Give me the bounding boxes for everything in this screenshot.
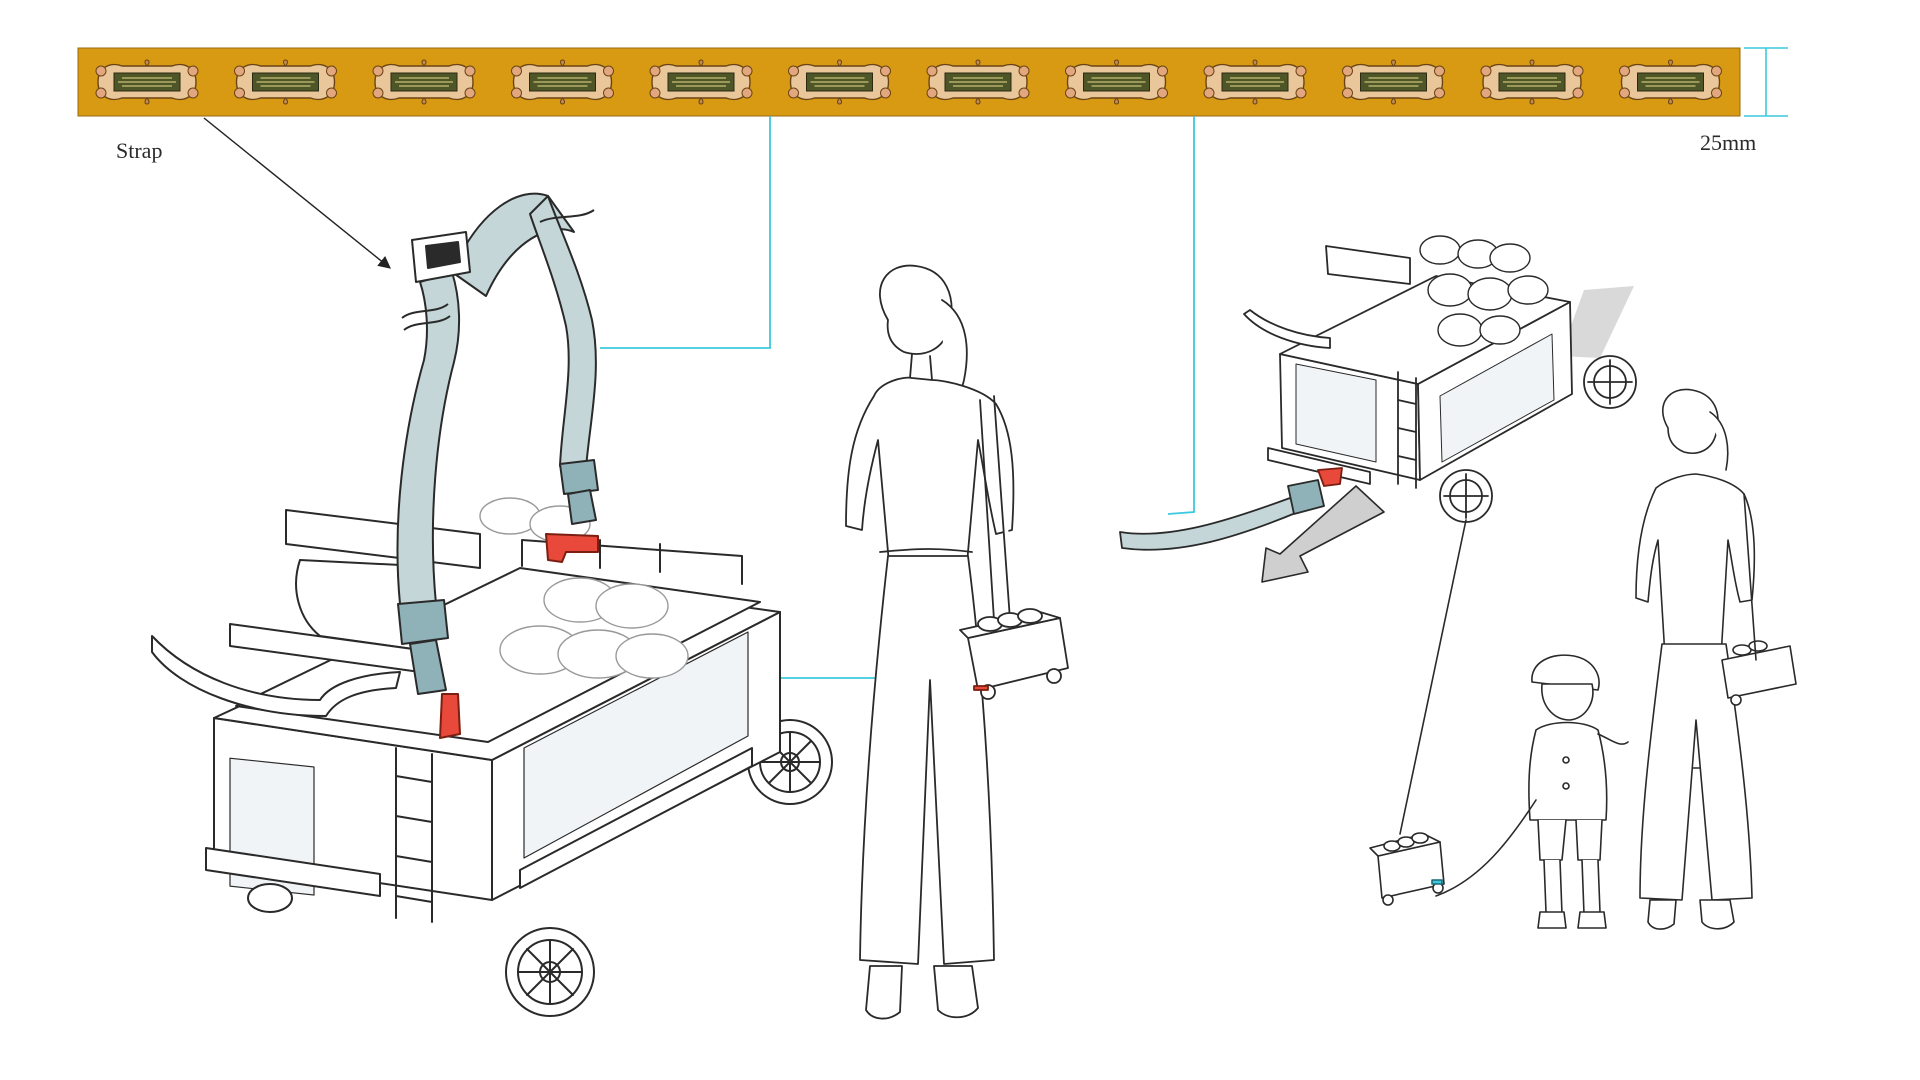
front-wheel-icon <box>505 927 595 1017</box>
mini-cart-bag-icon <box>1721 640 1797 706</box>
hook-icon <box>439 533 599 739</box>
large-cart-icon <box>151 497 833 1017</box>
strap-label: Strap <box>116 138 163 163</box>
small-front-wheel-icon <box>247 883 293 913</box>
width-dimension <box>1744 47 1788 117</box>
strap-ribbon <box>77 47 1741 117</box>
small-cart-wheel-icon <box>1439 469 1493 523</box>
standing-woman-icon <box>845 264 1069 1020</box>
strap-leader-line <box>203 117 391 269</box>
strap-clip-icon <box>397 459 599 695</box>
direction-arrow-icon <box>1261 485 1385 583</box>
mini-cart-bag-icon <box>959 608 1069 700</box>
shoulder-strap <box>396 192 599 739</box>
strap-width-label: 25mm <box>1700 130 1757 155</box>
pull-mini-cart-icon <box>1369 832 1445 906</box>
ladder-icon <box>395 747 433 923</box>
slide-buckle-icon <box>411 231 471 283</box>
woman-with-child-icon <box>1369 388 1797 930</box>
small-cart-icon <box>1119 235 1637 583</box>
